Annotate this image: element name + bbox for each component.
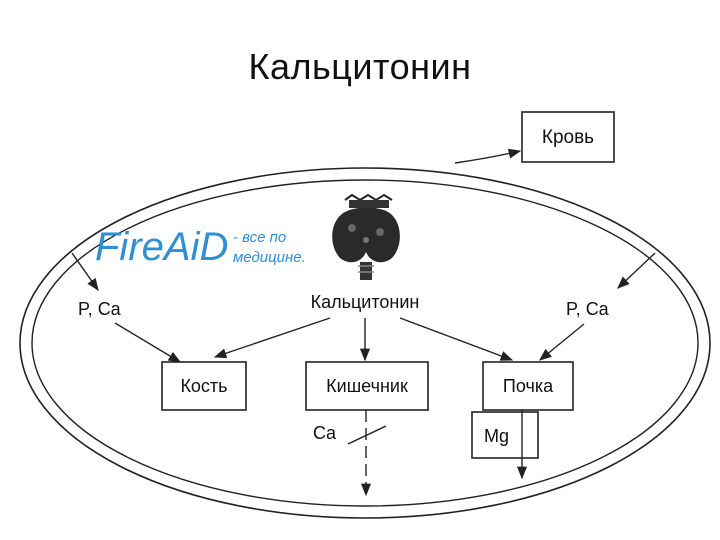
- kidney-label: Почка: [503, 376, 554, 396]
- body-inner-ellipse: [31, 179, 699, 507]
- blood-label: Кровь: [542, 127, 594, 148]
- bone-box: [161, 361, 247, 411]
- bone-label: Кость: [180, 376, 227, 396]
- left-p-ca-label: P, Ca: [78, 299, 122, 319]
- body-outer-ellipse: [19, 167, 711, 519]
- hormone-label: Кальцитонин: [311, 292, 420, 312]
- page-title: Кальцитонин: [248, 46, 472, 87]
- arrow-pca-to-kidney: [539, 323, 585, 361]
- intestine-ca-label: Ca: [313, 423, 337, 443]
- mg-label: Mg: [484, 426, 509, 446]
- inhibition-slash: [347, 425, 387, 445]
- right-p-ca-label: P, Ca: [566, 299, 610, 319]
- intestine-label: Кишечник: [326, 376, 408, 396]
- kidney-box: [482, 361, 574, 411]
- arrow-to-blood: [454, 148, 522, 164]
- watermark-tagline-1: - все по: [233, 229, 286, 246]
- arrow-hormone-to-kidney: [399, 317, 514, 361]
- mg-box: [471, 411, 539, 459]
- intestine-box: [305, 361, 429, 411]
- arrow-right-to-pca: [617, 252, 656, 289]
- watermark-tagline-2: медицине.: [233, 249, 306, 266]
- arrow-pca-to-bone: [114, 322, 182, 363]
- watermark-brand: FireAiD: [95, 225, 228, 269]
- arrow-left-to-pca: [71, 252, 99, 292]
- arrow-hormone-to-bone: [213, 317, 331, 359]
- blood-box: [521, 111, 615, 163]
- thyroid-gland-icon: [332, 193, 400, 280]
